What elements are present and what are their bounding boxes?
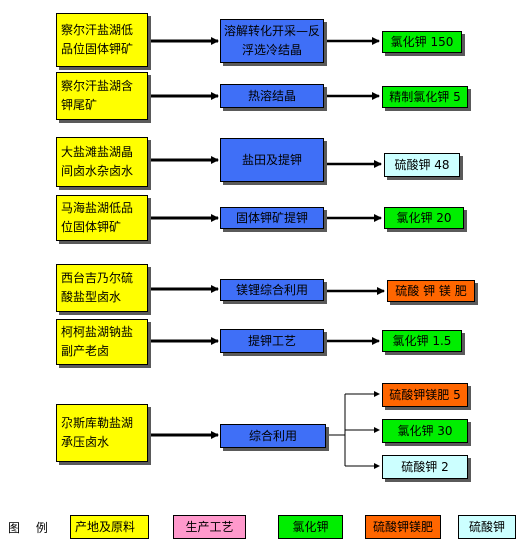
legend-item-k2so4: 硫酸钾 xyxy=(458,515,516,539)
legend-item-process: 生产工艺 xyxy=(173,515,246,539)
product-box: 硫酸 钾 镁 肥 xyxy=(387,280,475,302)
source-box: 马海盐湖低品位固体钾矿 xyxy=(56,195,148,241)
source-box: 察尔汗盐湖低品位固体钾矿 xyxy=(56,13,148,67)
source-box: 西台吉乃尔硫酸盐型卤水 xyxy=(56,264,148,312)
product-box: 氯化钾 150 xyxy=(382,31,462,53)
source-box: 察尔汗盐湖含钾尾矿 xyxy=(56,72,148,120)
product-box: 硫酸钾 48 xyxy=(384,153,460,177)
source-box: 大盐滩盐湖晶间卤水杂卤水 xyxy=(56,137,148,187)
product-box: 硫酸钾 2 xyxy=(382,455,468,479)
process-box: 镁锂综合利用 xyxy=(220,279,324,301)
product-box: 硫酸钾镁肥 5 xyxy=(382,383,468,407)
product-box: 氯化钾 30 xyxy=(382,419,468,443)
process-box: 提钾工艺 xyxy=(220,329,324,353)
legend-item-ks: 硫酸钾镁肥 xyxy=(365,515,441,539)
process-box: 固体钾矿提钾 xyxy=(220,207,324,229)
source-box: 柯柯盐湖钠盐副产老卤 xyxy=(56,319,148,365)
legend-item-source: 产地及原料 xyxy=(70,515,149,539)
process-box: 综合利用 xyxy=(220,424,326,448)
process-box: 热溶结晶 xyxy=(220,84,324,108)
source-box: 尕斯库勒盐湖承压卤水 xyxy=(56,404,148,462)
product-box: 精制氯化钾 5 xyxy=(382,86,468,108)
legend-item-kcl: 氯化钾 xyxy=(278,515,343,539)
legend-title: 图 例 xyxy=(8,521,54,535)
process-box: 盐田及提钾 xyxy=(220,138,324,182)
product-box: 氯化钾 1.5 xyxy=(382,330,462,352)
product-box: 氯化钾 20 xyxy=(384,207,464,229)
process-box: 溶解转化开采—反浮选冷结晶 xyxy=(220,19,324,63)
